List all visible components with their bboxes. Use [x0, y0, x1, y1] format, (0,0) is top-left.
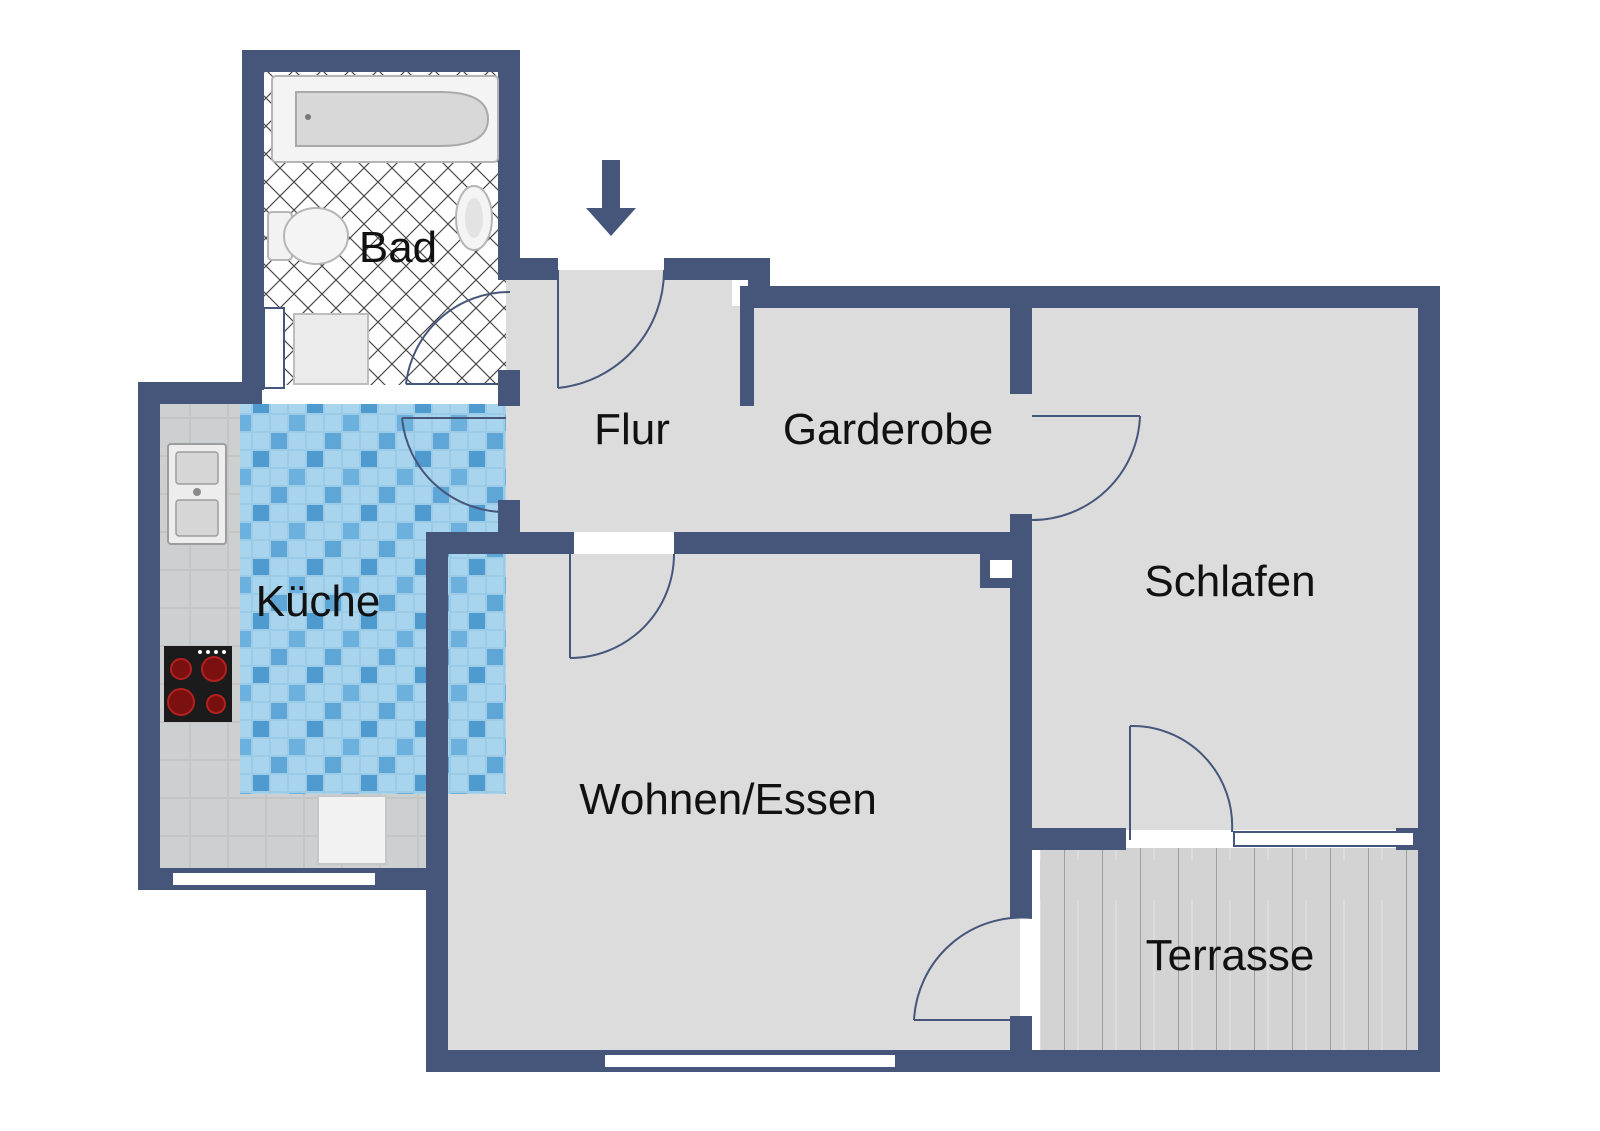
room-label-garderobe: Garderobe [783, 405, 993, 454]
room-label-terrasse: Terrasse [1146, 931, 1315, 980]
schlafen-floor [1020, 306, 1418, 830]
door-swings [401, 269, 1234, 1021]
fridge [317, 795, 387, 865]
entrance-arrow-icon [586, 160, 636, 236]
room-label-bad: Bad [359, 223, 437, 272]
washing-machine [293, 313, 369, 385]
wohnen-floor [448, 554, 1020, 1054]
room-label-schlafen: Schlafen [1144, 557, 1315, 606]
kueche-tiles-accent [240, 404, 506, 794]
bathtub-icon [271, 75, 499, 163]
garderobe-floor [732, 306, 1020, 532]
shaft [990, 560, 1012, 578]
kitchen-sink-icon [167, 443, 227, 545]
room-label-flur: Flur [594, 405, 670, 454]
windows [171, 307, 1415, 1069]
room-label-kueche: Küche [256, 577, 381, 626]
room-label-wohnen-essen: Wohnen/Essen [579, 775, 877, 824]
toilet-icon [267, 207, 349, 265]
washbasin-icon [455, 185, 493, 251]
cooktop-icon [164, 646, 232, 722]
terrasse-floor [1040, 848, 1418, 1060]
flur-floor [506, 270, 732, 532]
